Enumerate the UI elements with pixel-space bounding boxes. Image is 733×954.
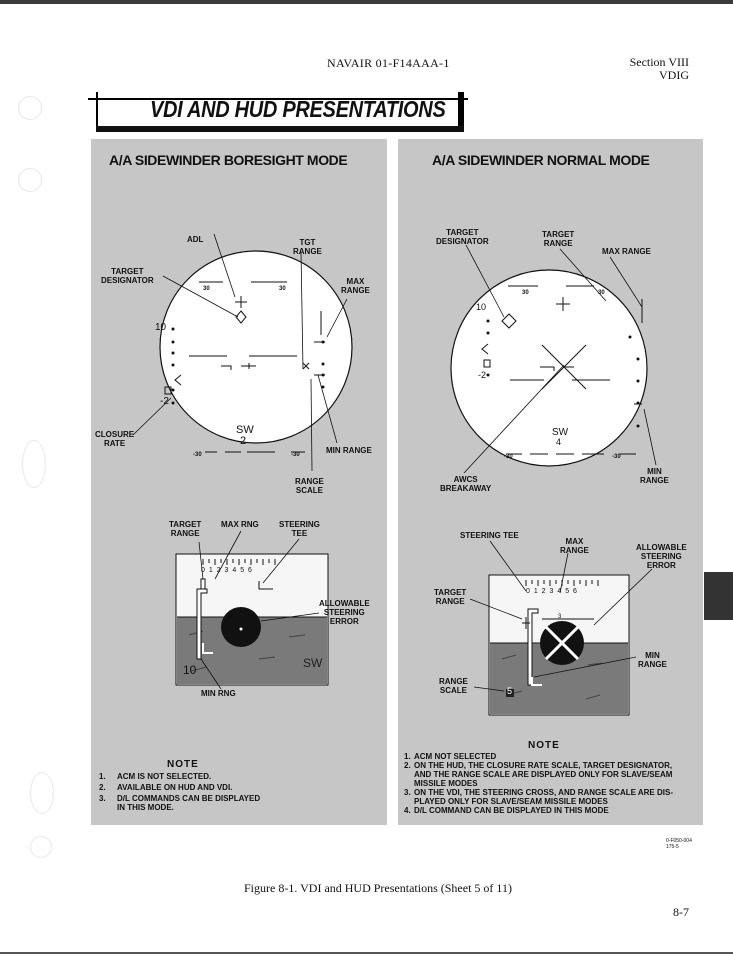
normal-hud-mode-sw: SW — [552, 427, 569, 438]
normal-vdi-min-range-label: MIN RANGE — [638, 651, 667, 669]
normal-vdi-allowable-steering-error-label: ALLOWABLE STEERING ERROR — [636, 543, 687, 570]
figure-code: 0-F050-004 175-5 — [666, 838, 692, 850]
boresight-vdi-leaders — [198, 530, 320, 690]
figure-caption: Figure 8-1. VDI and HUD Presentations (S… — [244, 881, 512, 895]
hud-range-number: 10 — [155, 322, 167, 333]
boresight-target-designator-diamond — [235, 310, 247, 324]
normal-pitch-left-value: 30 — [522, 290, 529, 296]
normal-hud-leaders — [463, 244, 657, 474]
boresight-closure-box — [164, 386, 172, 395]
bottom-right-value: -30 — [291, 452, 300, 458]
normal-note-2: 2. ON THE HUD, THE CLOSURE RATE SCALE, T… — [404, 761, 673, 788]
boresight-mode-panel: A/A SIDEWINDER BORESIGHT MODE — [91, 139, 387, 825]
title-banner: VDI AND HUD PRESENTATIONS — [88, 92, 468, 132]
normal-note-1: 1. ACM NOT SELECTED — [404, 752, 497, 761]
boresight-dots — [171, 327, 325, 405]
normal-vdi-range-scale-label: RANGE SCALE — [439, 677, 468, 695]
hud-mode-number: 2 — [240, 435, 247, 447]
normal-target-designator-diamond — [501, 313, 517, 329]
document-id: NAVAIR 01-F14AAA-1 — [327, 56, 450, 70]
boresight-note-3: 3. D/L COMMANDS CAN BE DISPLAYED IN THIS… — [99, 794, 261, 812]
normal-hud-symbology — [481, 285, 643, 455]
vdi-target-range-label: TARGET RANGE — [169, 520, 202, 538]
vdi-range-scale-numbers: 0 1 2 3 4 5 6 — [201, 567, 253, 574]
adl-label: ADL — [187, 235, 204, 244]
boresight-mode-title: A/A SIDEWINDER BORESIGHT MODE — [109, 152, 348, 168]
normal-vdi-pitch-number: 3 — [558, 614, 562, 620]
vdi-range-number: 10 — [183, 663, 197, 677]
boresight-diagram — [132, 233, 353, 690]
normal-target-designator-label: TARGET DESIGNATOR — [436, 228, 489, 246]
vdi-min-rng-label: MIN RNG — [201, 689, 236, 698]
normal-min-range-label: MIN RANGE — [640, 467, 669, 485]
normal-steering-cross — [544, 625, 580, 661]
normal-vdi-max-range-label: MAX RANGE — [560, 537, 589, 555]
vdi-steering-tee-label: STEERING TEE — [279, 520, 320, 538]
max-range-label: MAX RANGE — [341, 277, 370, 295]
normal-vdi-leaders — [469, 540, 653, 692]
pitch-right-value: 30 — [279, 286, 286, 292]
subsection-label: VDIG — [659, 68, 689, 82]
min-range-label: MIN RANGE — [326, 446, 372, 455]
boresight-hud-symbology — [164, 281, 325, 453]
normal-mode-panel: A/A SIDEWINDER NORMAL MODE — [398, 139, 703, 825]
section-thumb-tab — [704, 572, 733, 620]
normal-hud-closure-value: -2 — [478, 370, 487, 380]
top-border — [0, 0, 733, 4]
vdi-mode-sw: SW — [303, 656, 323, 670]
vdi-max-rng-label: MAX RNG — [221, 520, 259, 529]
bottom-left-value: -30 — [193, 452, 202, 458]
normal-vdi-range-number: 5 — [507, 686, 513, 696]
normal-note-3: 3. ON THE VDI, THE STEERING CROSS, AND R… — [404, 788, 673, 806]
normal-mode-title: A/A SIDEWINDER NORMAL MODE — [432, 152, 650, 168]
range-scale-label: RANGE SCALE — [295, 477, 324, 495]
bottom-border — [0, 952, 733, 954]
normal-vdi-target-range-label: TARGET RANGE — [434, 588, 467, 606]
boresight-steering-error-circle — [221, 607, 261, 647]
boresight-hud-leaders — [132, 233, 348, 472]
page-title: VDI AND HUD PRESENTATIONS — [150, 97, 446, 123]
boresight-note-2: 2. AVAILABLE ON HUD AND VDI. — [99, 783, 233, 792]
normal-vdi-scale-numbers: 0 1 2 3 4 5 6 — [526, 588, 578, 595]
awcs-breakaway-label: AWCS BREAKAWAY — [440, 475, 492, 493]
section-header: Section VIII VDIG — [630, 56, 689, 82]
normal-mode-diagram — [450, 244, 657, 716]
normal-bottom-left-value: -30 — [504, 454, 513, 460]
normal-vdi-steering-tee-label: STEERING TEE — [460, 531, 519, 540]
normal-pitch-right-value: 30 — [598, 290, 605, 296]
page-number: 8-7 — [673, 905, 689, 919]
hud-mode-sw: SW — [236, 424, 254, 436]
boresight-note-title: NOTE — [167, 759, 199, 770]
normal-closure-box — [483, 359, 491, 368]
normal-note-title: NOTE — [528, 740, 560, 751]
closure-rate-label: CLOSURE RATE — [95, 430, 135, 448]
vdi-allowable-steering-error-label: ALLOWABLE STEERING ERROR — [319, 599, 370, 626]
normal-dots — [486, 319, 640, 428]
normal-hud-range-number: 10 — [476, 302, 487, 312]
pitch-left-value: 30 — [203, 286, 210, 292]
normal-target-range-label: TARGET RANGE — [542, 230, 575, 248]
hud-closure-value: -2 — [160, 396, 169, 407]
boresight-note-1: 1. ACM IS NOT SELECTED. — [99, 772, 212, 781]
section-label: Section VIII — [629, 55, 689, 69]
target-designator-label: TARGET DESIGNATOR — [101, 267, 154, 285]
normal-max-range-label: MAX RANGE — [602, 247, 651, 256]
normal-bottom-right-value: -30 — [612, 454, 621, 460]
boresight-hud-circle — [159, 250, 353, 444]
normal-hud-circle — [450, 269, 648, 467]
normal-note-4: 4. D/L COMMAND CAN BE DISPLAYED IN THIS … — [404, 806, 609, 815]
boresight-vdi-scale-ticks — [202, 559, 276, 565]
tgt-range-label: TGT RANGE — [293, 238, 322, 256]
normal-hud-mode-number: 4 — [556, 437, 562, 447]
